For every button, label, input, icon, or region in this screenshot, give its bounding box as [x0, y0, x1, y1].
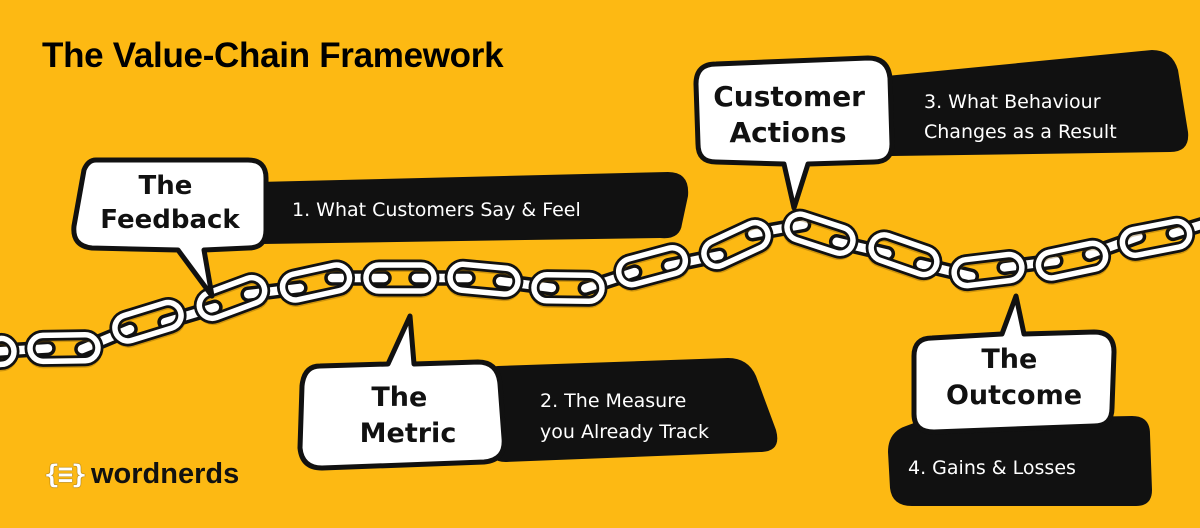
chain-link [193, 272, 271, 326]
chain-link [698, 217, 774, 274]
node-feedback: 1. What Customers Say & Feel The Feedbac… [71, 157, 689, 299]
chain-link [444, 258, 524, 302]
chain-link [948, 249, 1028, 293]
bubble-outcome [911, 293, 1117, 435]
chain-link [781, 208, 859, 261]
bubble-feedback [71, 157, 269, 299]
bubble-customer-actions [693, 55, 895, 211]
label-box-customer-actions [872, 50, 1189, 156]
chain-link [865, 229, 943, 282]
chain-link [324, 270, 392, 286]
bubble-text-feedback: The Feedback [100, 171, 240, 235]
chain-link [492, 273, 560, 296]
label-box-feedback [246, 172, 689, 244]
chain-link [912, 256, 980, 284]
chain-link [613, 242, 691, 292]
bubble-text-customer-actions: Customer Actions [713, 80, 875, 149]
bubble-text-outcome: The Outcome [946, 344, 1082, 411]
chain-link [744, 216, 812, 242]
node-outcome: 4. Gains & Losses The Outcome [888, 293, 1152, 506]
chain-link [0, 332, 20, 373]
chain-link [1032, 237, 1112, 285]
logo-wordmark: wordnerds [90, 458, 240, 490]
label-text-customer-actions: 3. What Behaviour Changes as a Result [924, 91, 1117, 143]
chain-link [360, 259, 440, 298]
chain-link [408, 270, 476, 286]
chain-link [276, 259, 356, 307]
chain-link [1116, 215, 1196, 263]
chain-link [109, 297, 187, 348]
chain-link [0, 340, 56, 360]
label-box-metric [488, 358, 778, 462]
brackets-icon: {≡} [44, 459, 87, 490]
bubble-metric [297, 313, 507, 471]
chain-link [528, 269, 608, 309]
label-box-outcome [888, 416, 1152, 506]
bubble-text-metric: The Metric [360, 382, 457, 449]
label-text-outcome: 4. Gains & Losses [908, 457, 1076, 479]
node-customer-actions: 3. What Behaviour Changes as a Result Cu… [693, 50, 1189, 211]
page-title: The Value-Chain Framework [42, 36, 504, 75]
label-text-metric: 2. The Measure you Already Track [540, 390, 709, 443]
node-metric: 2. The Measure you Already Track The Met… [297, 313, 778, 471]
chain-link [24, 329, 104, 369]
chain-link [577, 264, 643, 297]
wordnerds-logo: {≡} wordnerds [44, 458, 239, 491]
label-text-feedback: 1. What Customers Say & Feel [292, 199, 581, 221]
